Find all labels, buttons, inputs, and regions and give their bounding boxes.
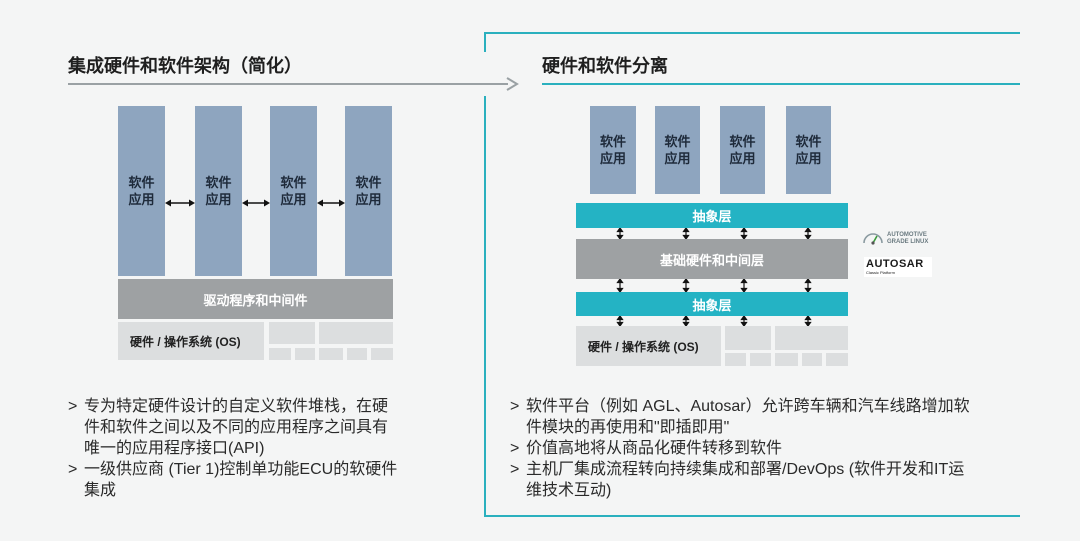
right-hw-tile-1 xyxy=(725,326,771,350)
right-bullet-3: > 主机厂集成流程转向持续集成和部署/DevOps (软件开发和IT运 维技术互… xyxy=(510,461,965,499)
left-app-block-3: 软件应用 xyxy=(270,106,317,276)
right-title-rule xyxy=(542,83,1020,85)
left-hardware-os-box: 硬件 / 操作系统 (OS) xyxy=(118,322,264,360)
left-hw-tile-5 xyxy=(319,348,343,360)
right-base-hardware-middleware-bar: 基础硬件和中间层 xyxy=(576,239,848,279)
right-app-block-2: 软件应用 xyxy=(655,106,700,194)
left-app-block-4: 软件应用 xyxy=(345,106,392,276)
right-hw-tile-7 xyxy=(826,353,848,366)
left-double-arrow-2-icon xyxy=(242,199,270,207)
right-abstraction-layer-bottom: 抽象层 xyxy=(576,292,848,316)
right-title: 硬件和软件分离 xyxy=(542,56,668,76)
right-app-block-1: 软件应用 xyxy=(590,106,636,194)
right-bullet-2: > 价值高地将从商品化硬件转移到软件 xyxy=(510,440,783,457)
left-bullet-list: > 专为特定硬件设计的自定义软件堆栈，在硬 件和软件之间以及不同的应用程序之间具… xyxy=(68,396,468,501)
left-hw-tile-6 xyxy=(347,348,367,360)
left-bullet-2: > 一级供应商 (Tier 1)控制单功能ECU的软硬件 集成 xyxy=(68,461,398,499)
left-hw-tile-4 xyxy=(295,348,315,360)
left-hw-tile-1 xyxy=(269,322,315,344)
left-title: 集成硬件和软件架构（简化） xyxy=(68,56,302,76)
right-hw-tile-2 xyxy=(775,326,848,350)
left-double-arrow-1-icon xyxy=(165,199,195,207)
left-driver-middleware-bar: 驱动程序和中间件 xyxy=(118,279,393,319)
transition-arrow-line xyxy=(68,83,508,85)
right-vertical-arrows-lower-icon xyxy=(616,279,812,292)
left-hw-tile-3 xyxy=(269,348,291,360)
autosar-logo: AUTOSAR Classic Platform xyxy=(864,257,932,277)
right-hw-tile-4 xyxy=(750,353,771,366)
right-vertical-arrows-bottom-icon xyxy=(616,316,812,326)
left-app-block-1: 软件应用 xyxy=(118,106,165,276)
right-hw-tile-3 xyxy=(725,353,746,366)
right-panel-frame-left xyxy=(484,96,486,516)
right-bullet-list: > 软件平台（例如 AGL、Autosar）允许跨车辆和汽车线路增加软 件模块的… xyxy=(510,396,1020,501)
right-hardware-os-box: 硬件 / 操作系统 (OS) xyxy=(576,326,721,366)
right-app-block-3: 软件应用 xyxy=(720,106,765,194)
right-bullet-1: > 软件平台（例如 AGL、Autosar）允许跨车辆和汽车线路增加软 件模块的… xyxy=(510,398,970,436)
right-panel-frame-left-top xyxy=(484,32,486,52)
left-double-arrow-3-icon xyxy=(317,199,345,207)
right-abstraction-layer-top: 抽象层 xyxy=(576,203,848,228)
right-panel-frame-bottom xyxy=(484,515,1020,517)
left-hw-tile-7 xyxy=(371,348,393,360)
right-vertical-arrows-upper-icon xyxy=(616,228,812,239)
transition-arrow-head-icon xyxy=(506,77,519,91)
left-app-block-2: 软件应用 xyxy=(195,106,242,276)
agl-logo: AUTOMOTIVE GRADE LINUX xyxy=(862,229,942,247)
right-app-block-4: 软件应用 xyxy=(786,106,831,194)
left-bullet-1: > 专为特定硬件设计的自定义软件堆栈，在硬 件和软件之间以及不同的应用程序之间具… xyxy=(68,398,389,457)
agl-gauge-icon xyxy=(863,233,883,245)
left-hw-tile-2 xyxy=(319,322,393,344)
right-panel-frame-top xyxy=(484,32,1020,34)
right-hw-tile-6 xyxy=(802,353,822,366)
right-hw-tile-5 xyxy=(775,353,798,366)
